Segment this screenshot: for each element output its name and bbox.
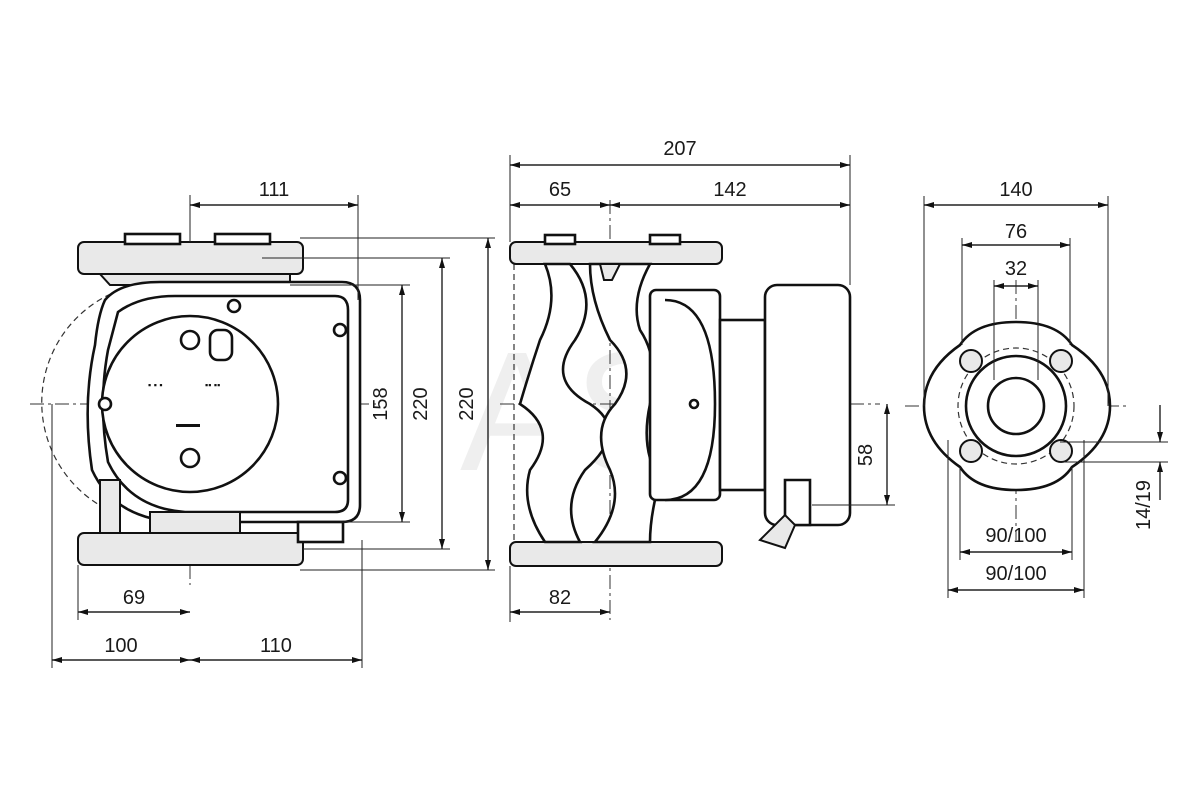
dim-label-110: 110 <box>260 635 292 657</box>
front-dimensions: 111 158 220 220 69 100 110 <box>51 179 495 668</box>
flange-bolt-hole-tl <box>959 349 983 373</box>
front-logo-mark <box>176 424 200 427</box>
side-top-boss-right <box>648 233 682 246</box>
dim-label-58: 58 <box>855 444 877 466</box>
front-display-window <box>208 328 234 362</box>
side-shaft-dot <box>688 398 700 410</box>
dim-label-90-100-upper: 90/100 <box>985 525 1046 547</box>
front-screw-right-top <box>332 322 348 338</box>
dim-label-111: 111 <box>259 179 289 201</box>
dim-label-220-outer: 220 <box>456 387 478 420</box>
side-bottom-flange <box>509 541 723 567</box>
front-leg-middle <box>149 511 241 534</box>
side-pump-body-right <box>588 262 662 544</box>
side-top-flange <box>509 241 723 265</box>
side-view <box>500 200 880 620</box>
flange-bolt-hole-bl <box>959 439 983 463</box>
dim-label-69: 69 <box>123 587 145 609</box>
side-motor-flange-curve <box>664 298 717 502</box>
side-connector-box <box>783 478 812 527</box>
side-dimensions: 207 65 142 82 58 <box>509 138 895 622</box>
dim-label-76: 76 <box>1005 221 1027 243</box>
flange-bore <box>986 376 1046 436</box>
front-button-bottom <box>179 447 201 469</box>
front-top-boss-right <box>213 232 272 246</box>
flange-bolt-hole-tr <box>1049 349 1073 373</box>
front-cable-gland <box>296 520 345 544</box>
dim-label-142: 142 <box>713 179 746 201</box>
side-cable-gland <box>758 513 797 550</box>
front-led-row-label: ▪ ▪ ▪ <box>148 380 163 390</box>
side-motor-neck <box>718 318 767 492</box>
dim-label-14-19: 14/19 <box>1133 480 1155 530</box>
front-leg-left <box>99 479 121 534</box>
flange-dimensions: 140 76 32 90/100 90/100 14/19 <box>923 179 1168 598</box>
side-pump-body-left <box>518 262 611 544</box>
dim-label-32: 32 <box>1005 258 1027 280</box>
dim-label-82: 82 <box>549 587 571 609</box>
front-view: ▪ ▪ ▪ ▪▪ ▪▪ <box>30 215 380 585</box>
dim-label-207: 207 <box>663 138 696 160</box>
dim-label-100: 100 <box>104 635 137 657</box>
dim-label-65: 65 <box>549 179 571 201</box>
front-screw-left <box>97 396 113 412</box>
dim-label-140: 140 <box>999 179 1032 201</box>
flange-bolt-circle <box>957 347 1075 465</box>
dim-label-90-100-lower: 90/100 <box>985 563 1046 585</box>
side-top-boss-left <box>543 233 577 246</box>
volute-hidden-outline <box>41 289 121 516</box>
side-body-notch <box>598 263 622 281</box>
dim-label-220-inner: 220 <box>410 387 432 420</box>
front-top-boss-left <box>123 232 182 246</box>
front-button-top <box>179 329 201 351</box>
dim-label-158: 158 <box>370 387 392 420</box>
flange-bolt-hole-br <box>1049 439 1073 463</box>
flange-view <box>905 280 1130 540</box>
front-led-row-label-right: ▪▪ ▪▪ <box>205 380 220 390</box>
front-bottom-flange <box>77 532 304 566</box>
front-screw-top <box>226 298 242 314</box>
front-screw-right-bottom <box>332 470 348 486</box>
